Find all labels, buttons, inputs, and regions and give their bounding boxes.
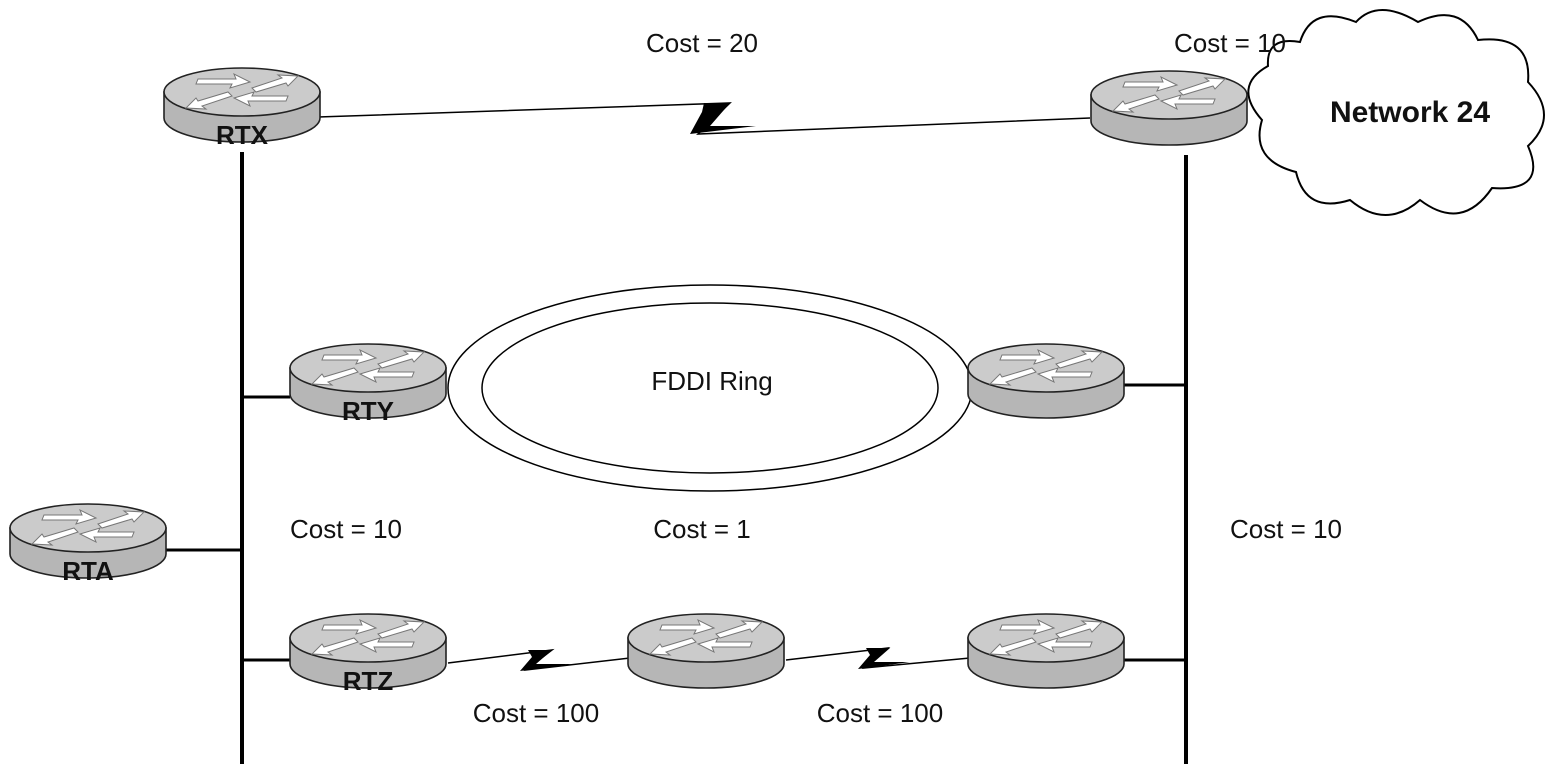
fddi-ring-inner bbox=[481, 302, 939, 474]
router-fddi-right[interactable] bbox=[967, 343, 1125, 419]
router-rty-label: RTY bbox=[342, 396, 394, 426]
wan-lightning-icon bbox=[690, 103, 756, 134]
cost-right-segment: Cost = 10 bbox=[1230, 514, 1342, 544]
router-network24[interactable] bbox=[1090, 70, 1248, 146]
router-rtx-label: RTX bbox=[216, 120, 269, 150]
serial-1-lightning-icon bbox=[520, 650, 572, 671]
cost-rtx-wan: Cost = 20 bbox=[646, 28, 758, 58]
network-cloud-label: Network 24 bbox=[1330, 96, 1490, 129]
cost-serial-1: Cost = 100 bbox=[473, 698, 599, 728]
serial-2-lightning-icon bbox=[858, 648, 910, 669]
cost-serial-2: Cost = 100 bbox=[817, 698, 943, 728]
router-rta-label: RTA bbox=[62, 556, 114, 586]
network-cloud-icon bbox=[1247, 9, 1545, 216]
router-serial-middle[interactable] bbox=[627, 613, 785, 689]
cost-fddi: Cost = 1 bbox=[653, 514, 751, 544]
cost-cloud-link: Cost = 10 bbox=[1174, 28, 1286, 58]
fddi-ring-label: FDDI Ring bbox=[651, 366, 772, 396]
cost-left-segment: Cost = 10 bbox=[290, 514, 402, 544]
router-serial-right[interactable] bbox=[967, 613, 1125, 689]
router-rtz-label: RTZ bbox=[343, 666, 394, 696]
